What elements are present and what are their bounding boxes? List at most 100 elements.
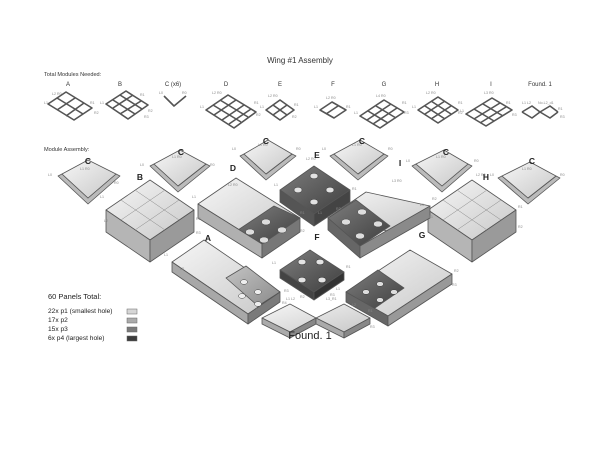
swatch-p4 <box>126 335 138 342</box>
svg-text:R0: R0 <box>182 91 187 95</box>
assembly-label-c5: C <box>442 147 450 157</box>
svg-text:R3: R3 <box>452 283 457 287</box>
svg-text:R3: R3 <box>428 215 433 219</box>
svg-text:L1: L1 <box>274 183 278 187</box>
svg-text:L0: L0 <box>140 163 144 167</box>
svg-text:L3 R0: L3 R0 <box>484 91 494 95</box>
svg-text:R2: R2 <box>256 113 261 117</box>
swatch-p3 <box>126 326 138 333</box>
svg-text:R0: R0 <box>474 159 479 163</box>
svg-text:R1: R1 <box>254 101 259 105</box>
svg-text:L0: L0 <box>490 173 494 177</box>
legend-item-p1: 22x p1 (smallest hole) <box>48 308 113 315</box>
svg-text:R2: R2 <box>196 217 201 221</box>
svg-text:L1: L1 <box>420 203 424 207</box>
svg-text:L1: L1 <box>100 195 104 199</box>
frame-e <box>265 99 295 121</box>
swatch-p2 <box>126 317 138 324</box>
svg-text:L1: L1 <box>460 109 464 113</box>
svg-text:L2: L2 <box>180 267 184 271</box>
assembly-found1 <box>261 303 371 339</box>
svg-text:L0: L0 <box>406 159 410 163</box>
assembly-label-h: H <box>482 172 490 182</box>
svg-text:R1: R1 <box>90 101 95 105</box>
svg-text:R2: R2 <box>458 111 463 115</box>
svg-text:R2: R2 <box>300 295 305 299</box>
assembly-c-1 <box>57 159 121 205</box>
legend-heading: 60 Panels Total: <box>48 292 102 301</box>
svg-text:L2: L2 <box>352 303 356 307</box>
frame-f <box>319 101 347 119</box>
assembly-label-f: F <box>314 232 320 242</box>
svg-text:L2 R0: L2 R0 <box>52 92 62 96</box>
assembly-label-c4: C <box>358 136 366 146</box>
assembly-i <box>327 191 431 259</box>
svg-text:L3 R0: L3 R0 <box>392 179 402 183</box>
svg-text:L4 R0: L4 R0 <box>376 94 386 98</box>
assembly-label-i: I <box>398 158 402 168</box>
assembly-label-e: E <box>314 150 320 160</box>
legend-item-p4: 6x p4 (largest hole) <box>48 335 105 342</box>
total-modules-heading: Total Modules Needed: <box>44 72 102 78</box>
svg-text:L2 R0: L2 R0 <box>268 94 278 98</box>
svg-text:L2 R0: L2 R0 <box>228 183 238 187</box>
svg-text:R3: R3 <box>512 113 517 117</box>
svg-text:L1 R0: L1 R0 <box>80 167 90 171</box>
svg-text:L1: L1 <box>412 105 416 109</box>
svg-text:R1: R1 <box>294 103 299 107</box>
module-label-g: G <box>381 82 387 88</box>
svg-text:R1: R1 <box>506 101 511 105</box>
foundation-label: Found. 1 <box>288 330 332 342</box>
svg-text:L1: L1 <box>260 105 264 109</box>
svg-text:L1: L1 <box>314 105 318 109</box>
svg-text:L1: L1 <box>318 211 322 215</box>
frame-found1 <box>521 105 559 119</box>
legend-item-p3: 15x p3 <box>48 326 68 333</box>
svg-text:R2: R2 <box>432 197 437 201</box>
svg-text:R1: R1 <box>518 205 523 209</box>
assembly-label-c2: C <box>177 147 185 157</box>
svg-text:L0: L0 <box>256 307 260 311</box>
svg-text:R3: R3 <box>560 115 565 119</box>
svg-text:R1: R1 <box>140 93 145 97</box>
svg-text:R2: R2 <box>454 269 459 273</box>
module-label-i: I <box>490 82 492 88</box>
module-label-f: F <box>331 82 335 88</box>
assembly-g <box>345 249 453 327</box>
module-label-d: D <box>223 82 229 88</box>
assembly-c-4 <box>329 139 389 181</box>
svg-text:L1 R0: L1 R0 <box>172 155 182 159</box>
frame-h <box>417 96 459 124</box>
assembly-label-c1: C <box>84 156 92 166</box>
svg-text:L1: L1 <box>192 195 196 199</box>
assembly-a <box>171 239 281 325</box>
svg-text:R1: R1 <box>300 211 305 215</box>
svg-text:L1: L1 <box>336 287 340 291</box>
svg-text:R2: R2 <box>300 229 305 233</box>
frame-g <box>359 99 405 129</box>
assembly-c-5 <box>411 149 473 193</box>
frame-b <box>105 90 149 120</box>
svg-text:L1 R0: L1 R0 <box>522 167 532 171</box>
svg-text:R0: R0 <box>388 147 393 151</box>
svg-text:R1: R1 <box>458 101 463 105</box>
svg-text:L2 R0: L2 R0 <box>426 91 436 95</box>
module-label-found1: Found. 1 <box>528 82 552 88</box>
svg-text:R0: R0 <box>114 181 119 185</box>
svg-text:L0: L0 <box>232 147 236 151</box>
svg-text:L2 R0: L2 R0 <box>212 91 222 95</box>
module-label-h: H <box>434 82 440 88</box>
svg-text:R2: R2 <box>292 115 297 119</box>
svg-text:L1: L1 <box>200 105 204 109</box>
svg-text:L1: L1 <box>354 111 358 115</box>
svg-text:R3: R3 <box>284 289 289 293</box>
assembly-label-a: A <box>204 233 212 243</box>
svg-text:R2: R2 <box>94 111 99 115</box>
module-label-a: A <box>65 82 70 88</box>
svg-text:L0: L0 <box>159 91 163 95</box>
module-label-c: C (x6) <box>164 82 182 88</box>
svg-text:R0: R0 <box>210 163 215 167</box>
svg-text:R1: R1 <box>352 187 357 191</box>
svg-text:L2 R0: L2 R0 <box>306 157 316 161</box>
